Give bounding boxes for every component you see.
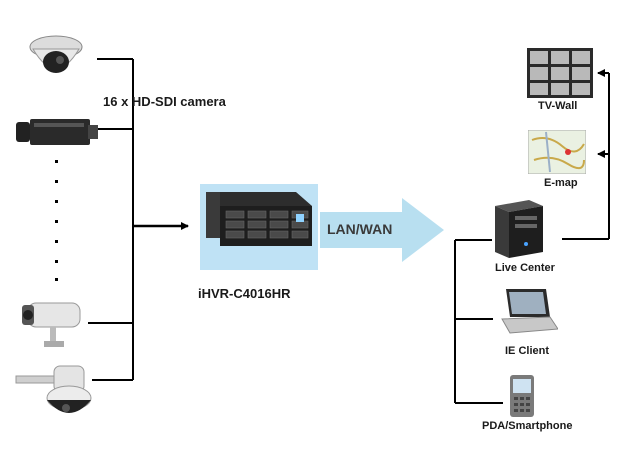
lan-wan-arrow-icon [320,198,444,262]
network-label: LAN/WAN [327,221,393,237]
pda-smartphone-label: PDA/Smartphone [482,420,573,432]
ptz-speed-dome-camera-icon [15,365,92,413]
bullet-camera-icon [22,302,81,347]
dome-camera-icon [29,35,83,73]
live-center-pc-icon [495,200,543,258]
tv-wall-icon [527,48,593,98]
ie-client-label: IE Client [505,345,550,357]
box-camera-icon [16,119,98,145]
dvr-model-label: iHVR-C4016HR [198,286,291,301]
client-bus-lines [454,239,503,404]
e-map-label: E-map [544,177,578,189]
tv-wall-label: TV-Wall [538,100,578,112]
camera-count-label: 16 x HD-SDI camera [103,94,226,109]
dvr-unit-icon [200,184,318,270]
camera-ellipsis-dots [55,160,58,281]
camera-bus-lines [88,58,134,381]
pda-smartphone-icon [510,375,534,417]
ie-client-laptop-icon [501,289,558,334]
live-center-label: Live Center [495,262,555,274]
live-center-outputs [562,69,610,240]
e-map-icon [528,130,586,174]
